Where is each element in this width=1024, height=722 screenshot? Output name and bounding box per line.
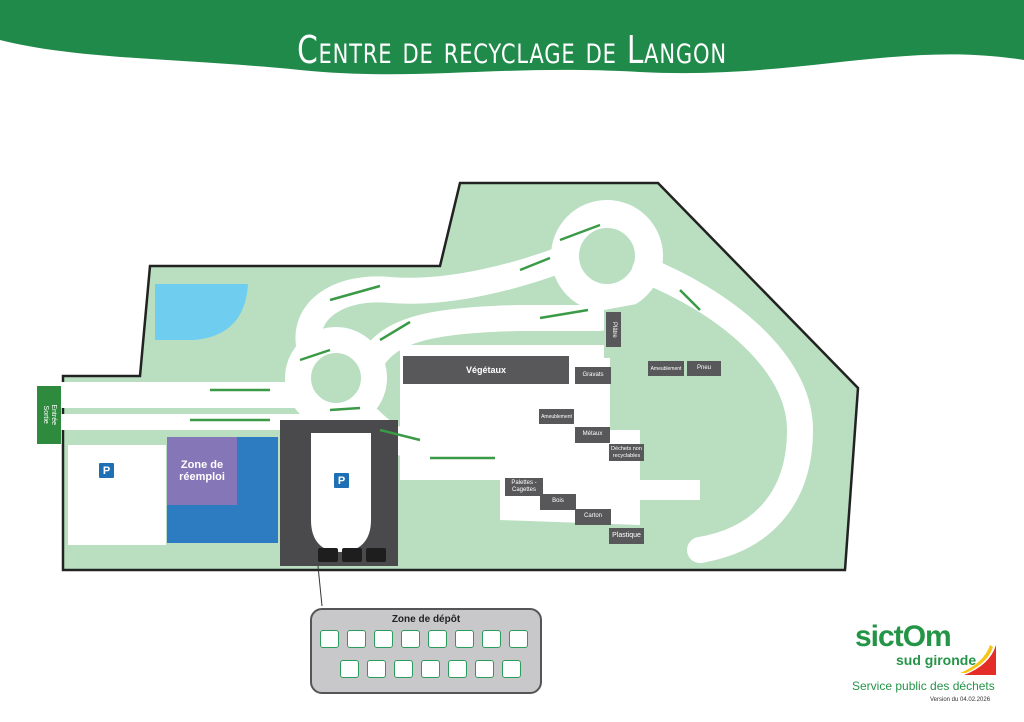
bin-bois: Bois bbox=[540, 494, 576, 510]
pallet-icon bbox=[394, 660, 413, 678]
pool bbox=[155, 284, 248, 340]
version-date: Version du 04.02.2026 bbox=[930, 697, 991, 703]
clothing-icon bbox=[502, 660, 521, 678]
logo-flame-icon bbox=[960, 645, 996, 675]
parking-icon: P bbox=[98, 462, 115, 479]
electric-tools-icon bbox=[347, 630, 366, 648]
cooking-oil-icon bbox=[509, 630, 528, 648]
zone-depot-panel: Zone de dépôt bbox=[310, 608, 542, 694]
zone-depot-title: Zone de dépôt bbox=[391, 614, 461, 625]
cartridge-icon bbox=[455, 630, 474, 648]
entrance-label: Entrée bbox=[49, 404, 57, 426]
battery-icon bbox=[401, 630, 420, 648]
bulb-icon bbox=[367, 660, 386, 678]
bin-palettes-cagettes: Palettes - Cagettes bbox=[505, 478, 543, 496]
header-band bbox=[0, 0, 1024, 75]
bin-vegetaux: Végétaux bbox=[403, 356, 569, 384]
direction-arrows bbox=[190, 223, 701, 460]
zone-reemploi: Zone de réemploi bbox=[167, 437, 237, 505]
parking-icon: P bbox=[333, 472, 350, 489]
chemical-bottles-icon bbox=[428, 630, 447, 648]
parking-area bbox=[68, 445, 166, 545]
brand-tagline: Service public des déchets bbox=[852, 679, 995, 693]
page-title: Centre de recyclage de Langon bbox=[297, 28, 727, 72]
logo-subtitle: sud gironde bbox=[896, 652, 977, 668]
appliances-icon bbox=[320, 630, 339, 648]
bin-pneu: Pneu bbox=[687, 361, 721, 376]
motor-oil-icon bbox=[340, 660, 359, 678]
exit-label: Sortie bbox=[42, 405, 49, 425]
bin-carton: Carton bbox=[575, 509, 611, 525]
sictom-logo: sictOm bbox=[855, 620, 952, 653]
bin-ameublement: Ameublement bbox=[648, 361, 684, 376]
textile-icon bbox=[421, 660, 440, 678]
bin-metaux: Métaux bbox=[575, 427, 610, 443]
bin-plastique: Plastique bbox=[609, 528, 644, 544]
tire-icon bbox=[448, 660, 467, 678]
bin-platre: Plâtre bbox=[606, 312, 621, 347]
depot-bins bbox=[318, 548, 386, 562]
garden-tools-icon bbox=[374, 630, 393, 648]
bin-ameublement-2: Ameublement bbox=[539, 409, 574, 424]
bin-dechets-non-recyclables: Déchets non recyclables bbox=[609, 444, 644, 461]
bin-gravats: Gravats bbox=[575, 367, 611, 384]
radiograph-icon bbox=[475, 660, 494, 678]
cleaning-products-icon bbox=[482, 630, 501, 648]
